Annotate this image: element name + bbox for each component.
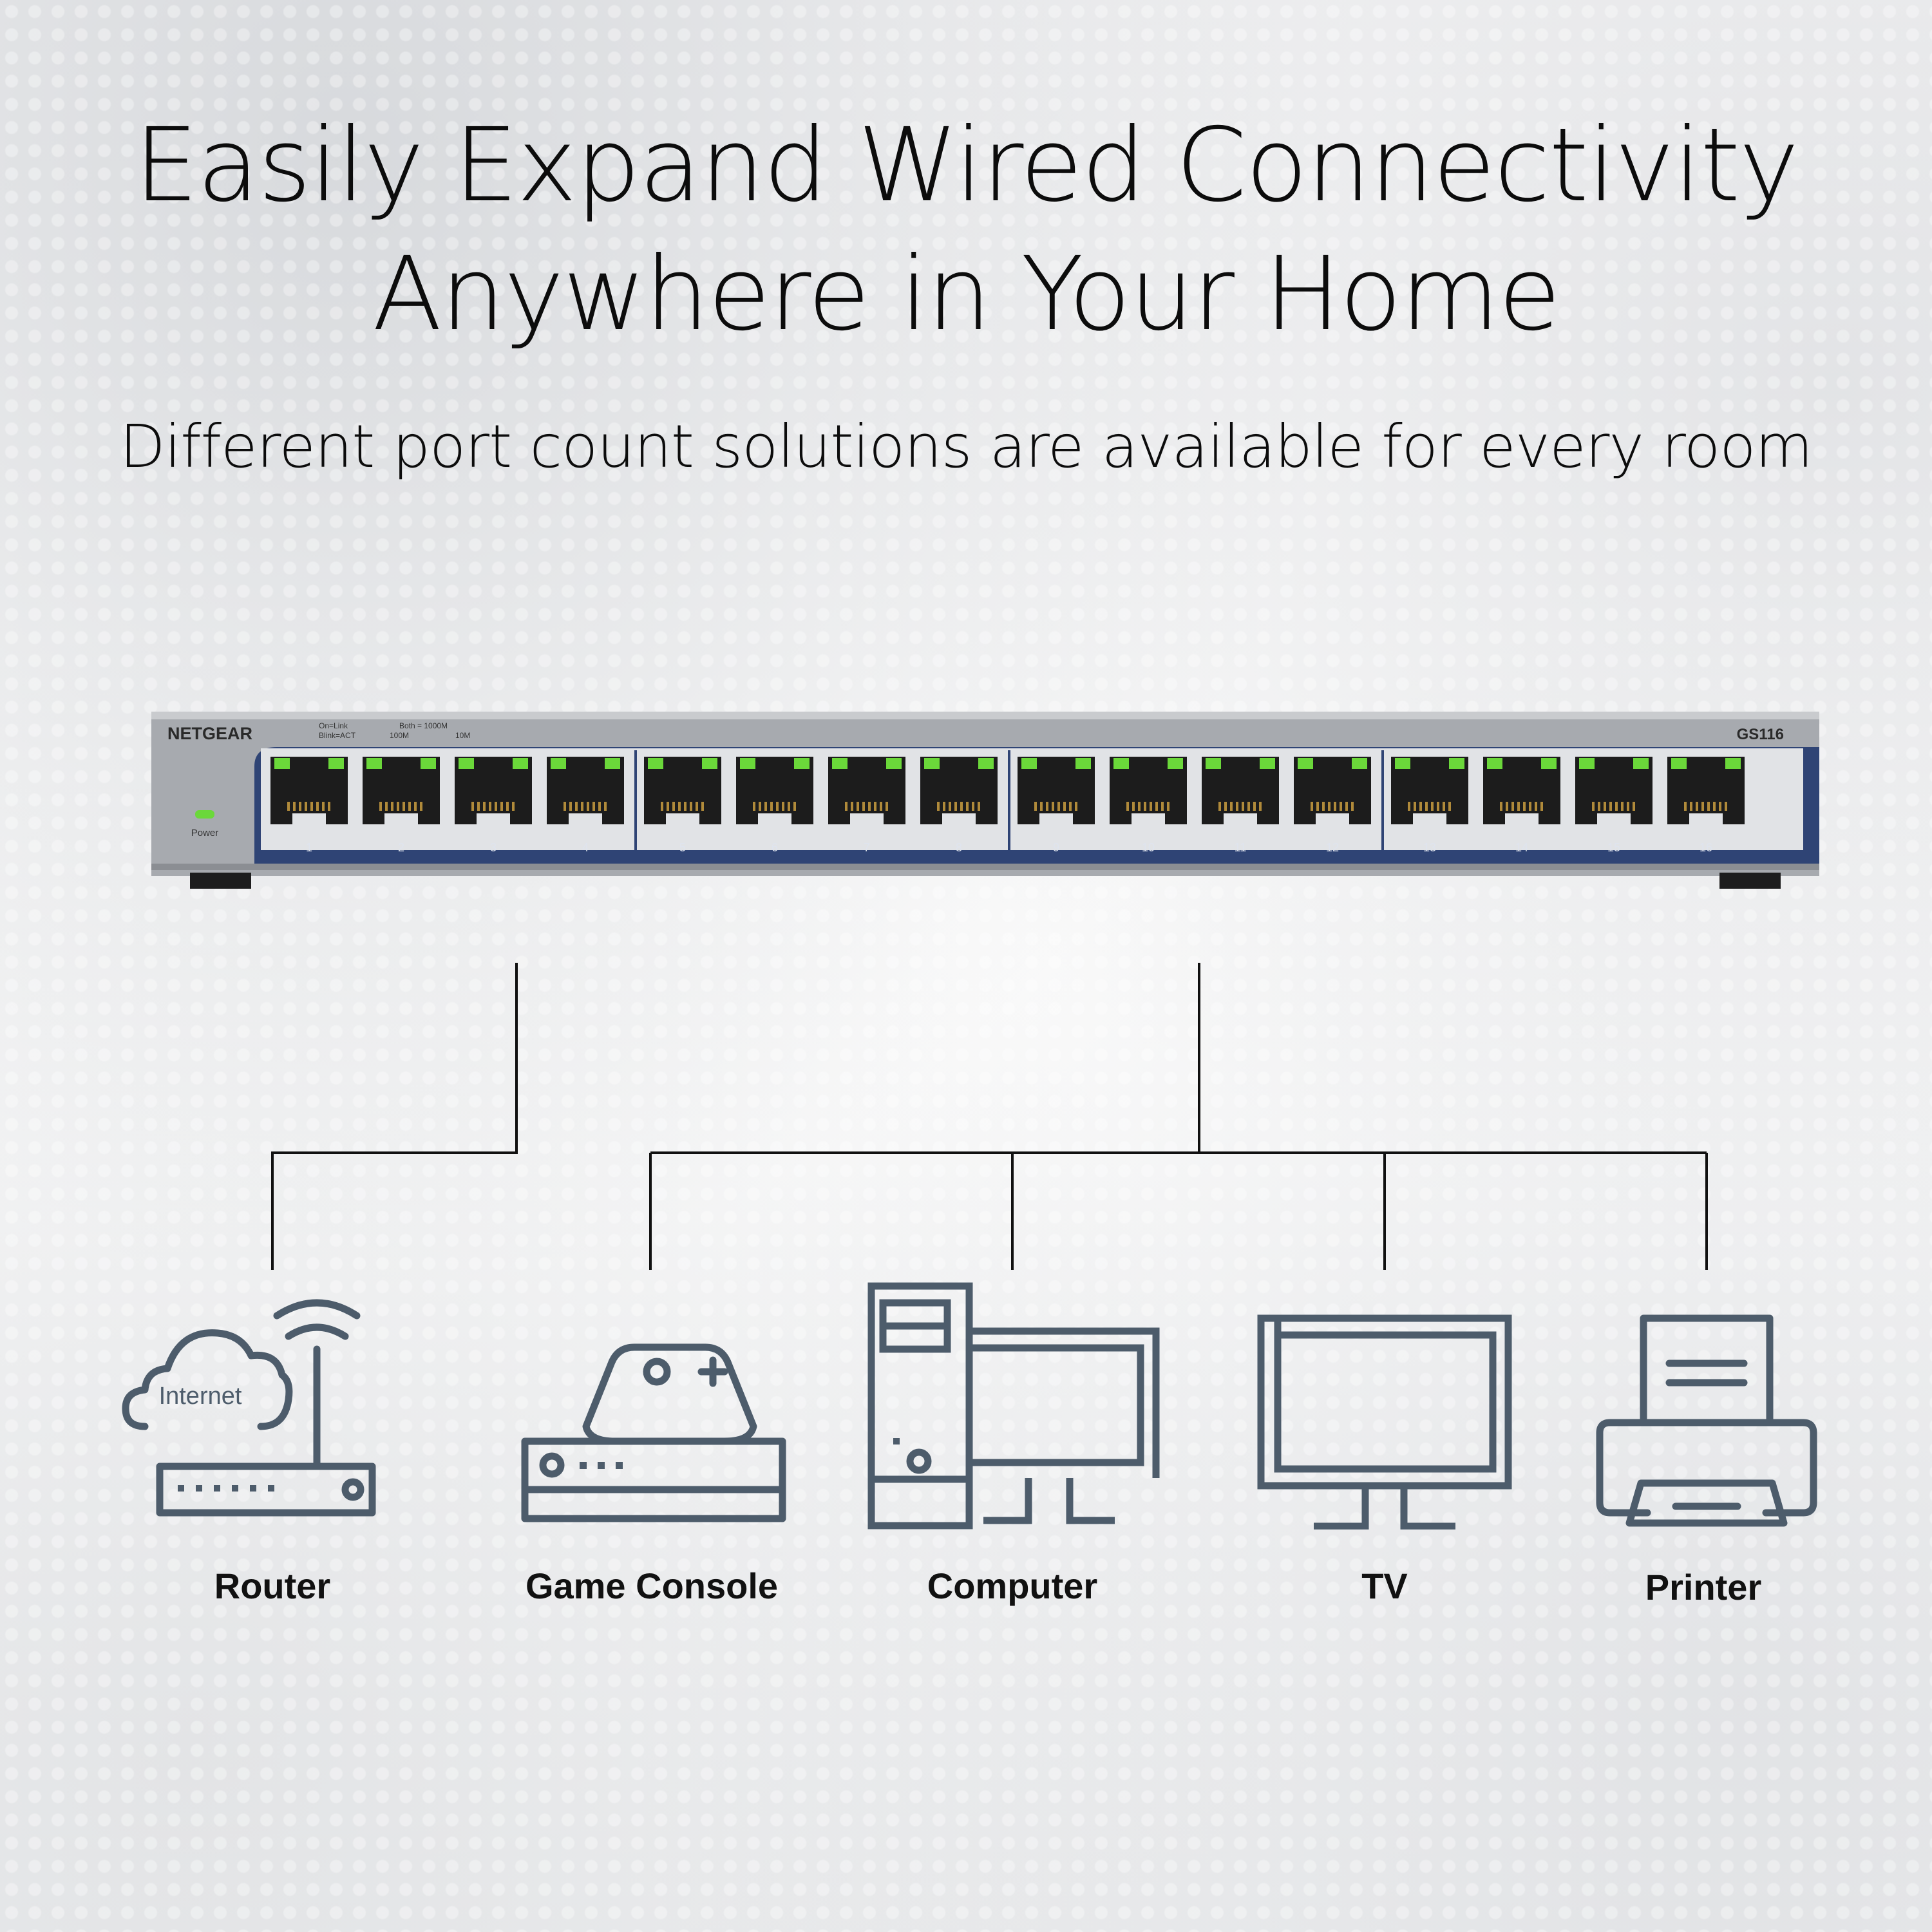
port-number-12: 12 (1326, 841, 1339, 854)
router-label: Router (214, 1566, 331, 1606)
port-led-left (1671, 758, 1687, 769)
tv-icon (1257, 1314, 1512, 1530)
ethernet-port-2[interactable] (363, 757, 440, 824)
port-number-5: 5 (679, 841, 686, 854)
game-console-label: Game Console (525, 1566, 779, 1606)
brand-label: NETGEAR (167, 724, 252, 743)
internet-label: Internet (159, 1383, 242, 1410)
headline-line-2: Anywhere in Your Home (372, 235, 1561, 354)
port-led-left (832, 758, 848, 769)
port-led-left (740, 758, 755, 769)
legend-link: On=Link (319, 721, 348, 730)
port-led-left (459, 758, 474, 769)
legend-10m: 10M (455, 731, 470, 740)
ethernet-port-9[interactable] (1018, 757, 1095, 824)
port-led-right (605, 758, 620, 769)
port-number-6: 6 (772, 841, 778, 854)
ethernet-port-3[interactable] (455, 757, 532, 824)
port-number-10: 10 (1142, 841, 1155, 854)
legend-speed: Both = 1000M (399, 721, 448, 730)
port-led-right (794, 758, 810, 769)
ethernet-port-5[interactable] (644, 757, 721, 824)
computer-icon (867, 1282, 1160, 1530)
ethernet-port-10[interactable] (1110, 757, 1187, 824)
headline-line-1: Easily Expand Wired Connectivity (134, 106, 1799, 225)
port-led-right (1541, 758, 1557, 769)
port-number-3: 3 (490, 841, 497, 854)
port-number-7: 7 (864, 841, 870, 854)
port-led-left (1206, 758, 1221, 769)
port-led-right (1633, 758, 1649, 769)
ethernet-port-14[interactable] (1483, 757, 1560, 824)
ethernet-port-15[interactable] (1575, 757, 1653, 824)
ethernet-port-7[interactable] (828, 757, 905, 824)
router-icon: Internet (122, 1299, 376, 1517)
ethernet-port-13[interactable] (1391, 757, 1468, 824)
port-led-right (421, 758, 436, 769)
router-link (271, 963, 518, 1270)
right-foot (1719, 873, 1781, 889)
port-led-right (978, 758, 994, 769)
port-led-right (1352, 758, 1367, 769)
port-led-left (1113, 758, 1129, 769)
port-led-left (551, 758, 566, 769)
port-led-left (1298, 758, 1313, 769)
port-led-left (366, 758, 382, 769)
port-number-8: 8 (956, 841, 962, 854)
port-number-4: 4 (582, 841, 589, 854)
port-number-13: 13 (1423, 841, 1436, 854)
port-led-left (1021, 758, 1037, 769)
model-label: GS116 (1737, 726, 1784, 743)
port-led-right (513, 758, 528, 769)
port-led-right (1168, 758, 1183, 769)
printer-label: Printer (1645, 1567, 1762, 1607)
port-led-right (1449, 758, 1464, 769)
ethernet-port-8[interactable] (920, 757, 998, 824)
port-led-right (702, 758, 717, 769)
legend-100m: 100M (390, 731, 409, 740)
left-foot (190, 873, 251, 889)
port-number-2: 2 (398, 841, 404, 854)
port-led-left (1487, 758, 1502, 769)
port-number-14: 14 (1515, 841, 1528, 854)
port-led-left (648, 758, 663, 769)
game-console-icon (521, 1343, 786, 1522)
tv-label: TV (1361, 1566, 1408, 1606)
port-led-left (1579, 758, 1595, 769)
port-led-left (274, 758, 290, 769)
port-number-15: 15 (1607, 841, 1620, 854)
port-number-16: 16 (1700, 841, 1712, 854)
power-label: Power (191, 828, 219, 838)
ethernet-port-1[interactable] (270, 757, 348, 824)
computer-label: Computer (927, 1566, 1098, 1606)
port-led-right (1260, 758, 1275, 769)
port-led-right (1725, 758, 1741, 769)
network-switch: NETGEAR GS116 On=Link Blink=ACT Both = 1… (151, 712, 1819, 889)
printer-icon (1596, 1314, 1817, 1527)
port-number-11: 11 (1235, 841, 1247, 854)
port-led-left (1395, 758, 1410, 769)
port-led-right (886, 758, 902, 769)
ethernet-port-12[interactable] (1294, 757, 1371, 824)
port-number-9: 9 (1053, 841, 1059, 854)
port-led-right (328, 758, 344, 769)
ethernet-port-6[interactable] (736, 757, 813, 824)
port-number-1: 1 (306, 841, 312, 854)
subtitle: Different port count solutions are avail… (119, 412, 1813, 481)
legend-activity: Blink=ACT (319, 731, 356, 740)
port-led-right (1075, 758, 1091, 769)
ethernet-port-11[interactable] (1202, 757, 1279, 824)
power-led (195, 810, 214, 819)
ethernet-port-16[interactable] (1667, 757, 1745, 824)
ethernet-port-4[interactable] (547, 757, 624, 824)
port-led-left (924, 758, 940, 769)
